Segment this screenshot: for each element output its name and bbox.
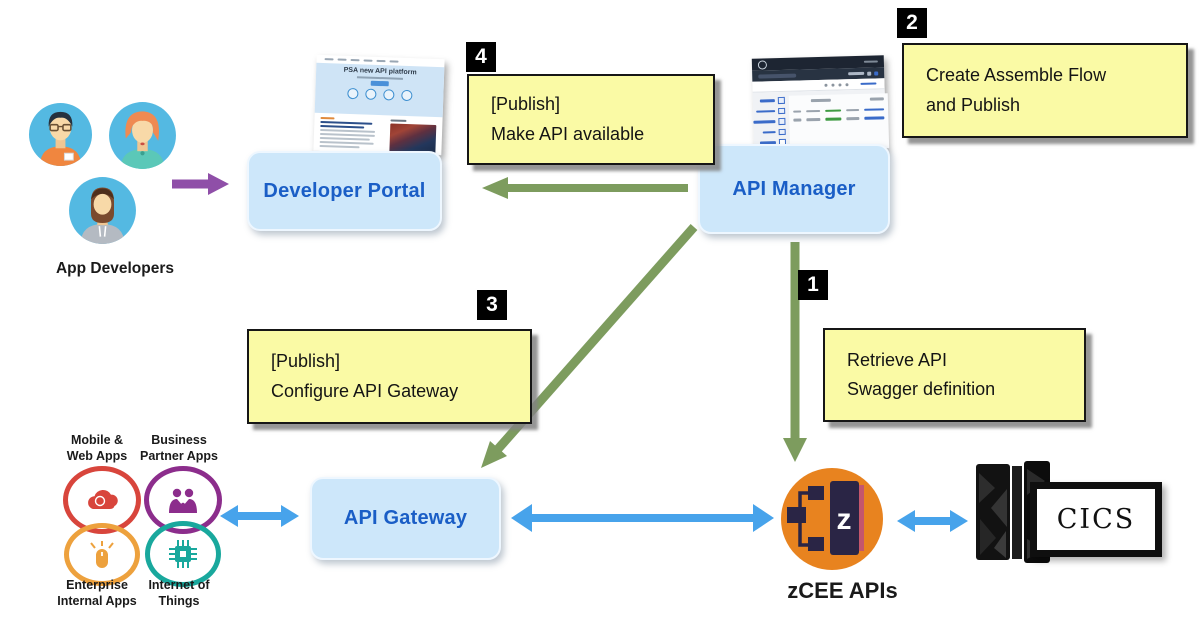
developer-avatar-2	[109, 102, 176, 169]
api-manager-screenshot	[751, 55, 889, 156]
developer-avatar-3	[69, 177, 136, 244]
portal-thumb-hero: PSA new API platform	[314, 62, 445, 118]
mobile-web-apps-label: Mobile &Web Apps	[66, 433, 128, 464]
note-line: Create Assemble Flow	[926, 65, 1107, 86]
portal-thumb-feature-icons	[315, 87, 443, 102]
step-1-number: 1	[798, 270, 828, 300]
manager-thumb-table	[788, 93, 889, 151]
step-1-note: Retrieve API Swagger definition	[823, 328, 1086, 422]
developer-portal-node: Developer Portal	[247, 151, 442, 231]
note-line: Swagger definition	[847, 379, 996, 399]
api-gateway-node: API Gateway	[310, 477, 501, 560]
api-gateway-label: API Gateway	[343, 507, 468, 529]
portal-thumb-button	[370, 80, 389, 87]
portal-site-title: PSA new API platform	[343, 66, 417, 77]
developer-portal-label: Developer Portal	[263, 179, 426, 202]
arrow-consumers-gateway	[220, 505, 299, 527]
arrow-zcee-cics	[897, 510, 968, 532]
cloud-icon	[88, 489, 118, 509]
arrow-developers-to-portal	[172, 173, 229, 195]
app-developers-label: App Developers	[55, 260, 174, 277]
step-4-number: 4	[466, 42, 496, 72]
note-line: [Publish]	[491, 94, 561, 115]
note-line: and Publish	[926, 94, 1021, 115]
note-line: Configure API Gateway	[271, 380, 459, 401]
mouse-device-icon	[90, 540, 114, 568]
note-line: Make API available	[491, 123, 645, 144]
zcee-letter: z	[837, 503, 852, 536]
zcee-apis-icon: z	[781, 468, 883, 570]
cics-node: CICS	[1030, 482, 1162, 557]
zcee-apis-label: zCEE APIs	[787, 578, 898, 603]
api-manager-node: API Manager	[698, 144, 890, 234]
manager-logo-icon	[757, 59, 768, 70]
developer-avatar-1	[28, 102, 93, 167]
developer-portal-screenshot: PSA new API platform	[313, 54, 445, 161]
step-2-note: Create Assemble Flow and Publish	[902, 43, 1188, 138]
cics-label: CICS	[1056, 504, 1136, 535]
api-manager-label: API Manager	[732, 177, 856, 200]
iot-ring	[145, 521, 221, 587]
note-line: [Publish]	[271, 351, 341, 372]
step-2-number: 2	[897, 8, 927, 38]
step-3-note: [Publish] Configure API Gateway	[247, 329, 532, 424]
step-4-note: [Publish] Make API available	[467, 74, 715, 165]
enterprise-apps-ring	[64, 523, 140, 586]
note-line: Retrieve API	[847, 349, 948, 370]
arrow-gateway-zcee	[511, 504, 774, 532]
arrow-manager-to-portal	[482, 177, 688, 199]
step-3-number: 3	[477, 290, 507, 320]
partners-handshake-icon	[169, 488, 197, 513]
chip-icon	[169, 540, 197, 568]
